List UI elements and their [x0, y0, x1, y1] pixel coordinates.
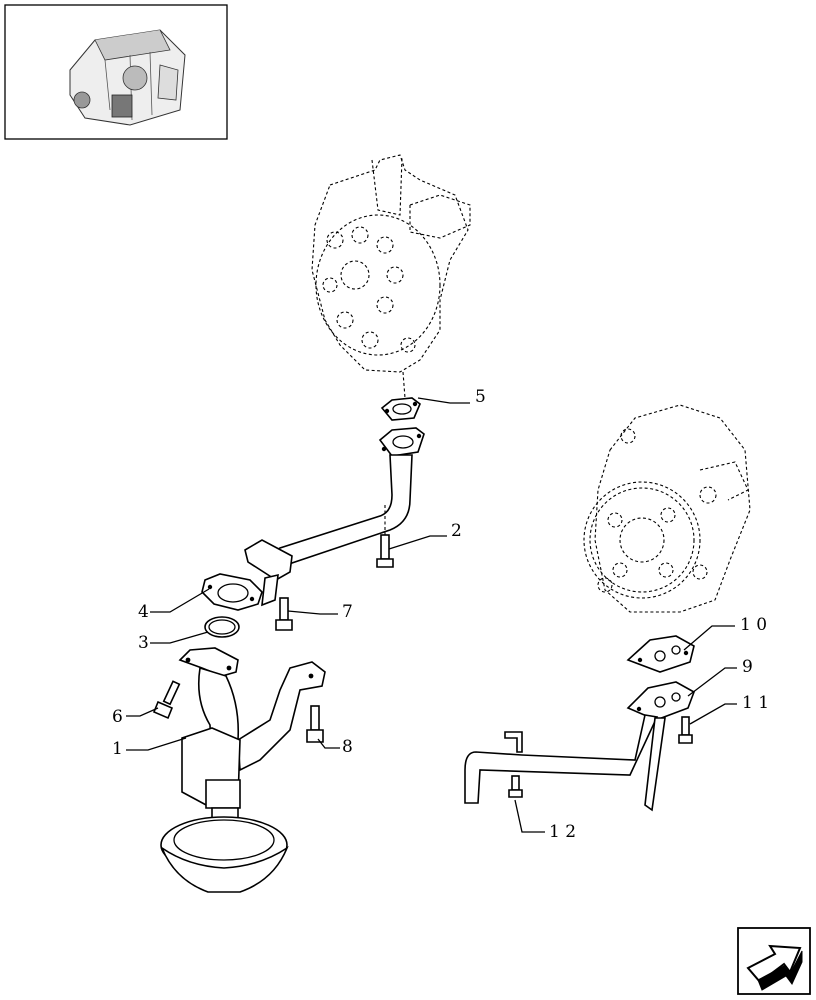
callout-11: 1 1 — [742, 693, 769, 713]
screw-6[interactable] — [152, 680, 181, 720]
engine-thumbnail[interactable] — [4, 4, 228, 140]
screw-8[interactable] — [306, 705, 324, 743]
screw-11[interactable] — [678, 716, 693, 744]
screw-2[interactable] — [376, 505, 394, 568]
callout-6: 6 — [112, 707, 123, 727]
callout-5: 5 — [475, 387, 486, 407]
callout-9: 9 — [742, 657, 753, 677]
callout-10: 1 0 — [740, 615, 767, 635]
callout-labels: 5 2 4 3 7 6 1 8 1 0 9 1 1 1 2 — [112, 387, 769, 842]
callout-12: 1 2 — [549, 822, 576, 842]
o-ring-3[interactable] — [204, 616, 240, 638]
oil-pump-body-outline — [311, 154, 471, 399]
screw-12[interactable] — [508, 775, 523, 798]
callout-3: 3 — [138, 633, 149, 653]
gasket-4[interactable] — [201, 573, 263, 611]
screw-7[interactable] — [275, 597, 293, 631]
callout-1: 1 — [112, 739, 123, 759]
next-page-button[interactable] — [737, 927, 811, 995]
gasket-10[interactable] — [626, 635, 695, 673]
callout-8: 8 — [342, 737, 353, 757]
callout-7: 7 — [342, 602, 353, 622]
leader-lines — [126, 397, 737, 833]
oil-strainer-1[interactable] — [160, 647, 326, 893]
oil-pump-gear-outline — [583, 404, 751, 613]
gasket-5[interactable] — [380, 397, 421, 421]
suction-pipe[interactable] — [244, 427, 425, 607]
callout-2: 2 — [451, 521, 462, 541]
engine-thumbnail-icon — [69, 29, 186, 126]
next-page-arrow-icon — [746, 944, 803, 991]
delivery-pipe-9[interactable] — [464, 681, 695, 812]
callout-4: 4 — [138, 602, 149, 622]
